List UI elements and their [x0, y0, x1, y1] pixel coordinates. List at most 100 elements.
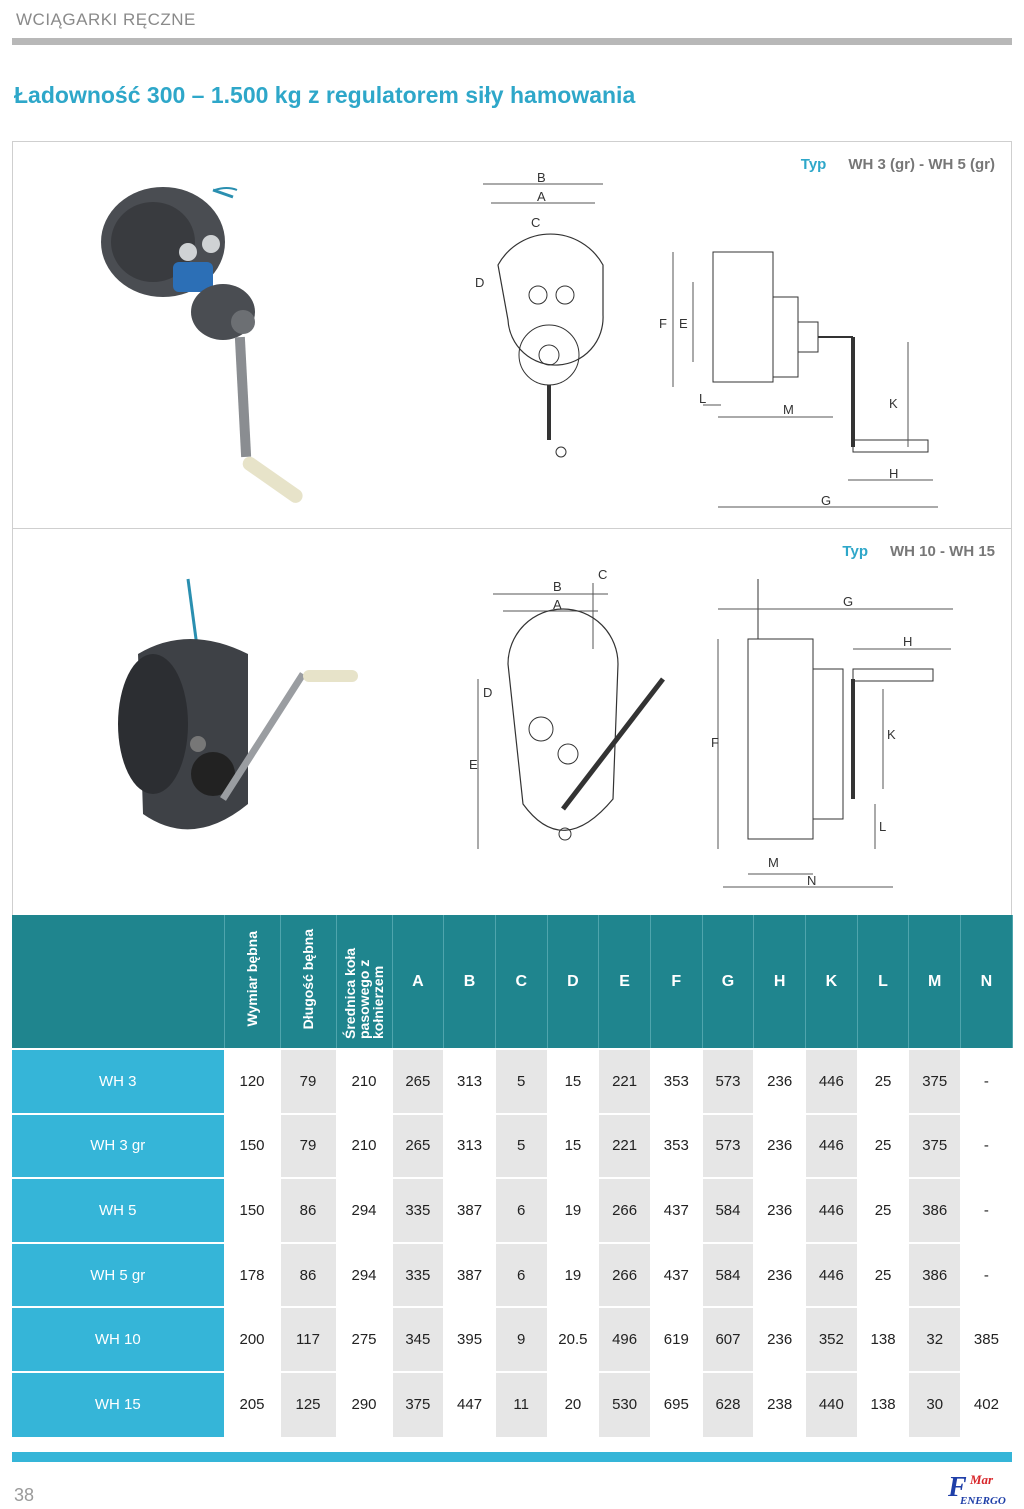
dim-letter: F: [711, 735, 719, 750]
dim-letter: A: [537, 189, 546, 204]
value-cell: 335: [392, 1177, 445, 1243]
model-cell: WH 10: [12, 1306, 225, 1372]
dim-letter: A: [553, 597, 562, 612]
page-title: Ładowność 300 – 1.500 kg z regulatorem s…: [14, 82, 636, 108]
value-cell: 200: [224, 1306, 281, 1372]
value-cell: 375: [908, 1048, 962, 1114]
value-cell: 86: [280, 1241, 337, 1308]
value-cell: 79: [280, 1048, 337, 1114]
value-cell: 86: [280, 1177, 337, 1243]
value-cell: 30: [908, 1370, 962, 1437]
value-cell: 266: [598, 1241, 651, 1308]
value-cell: 440: [805, 1370, 858, 1437]
value-cell: 138: [857, 1306, 910, 1372]
value-cell: 353: [650, 1112, 703, 1179]
value-cell: 150: [224, 1177, 281, 1243]
value-cell: 178: [224, 1241, 281, 1308]
svg-text:Mar: Mar: [969, 1472, 994, 1487]
value-cell: 375: [908, 1112, 962, 1179]
dim-letter: L: [699, 391, 706, 406]
value-cell: 236: [753, 1241, 806, 1308]
value-cell: 619: [650, 1306, 703, 1372]
dim-letter: B: [537, 170, 546, 185]
value-cell: 6: [495, 1177, 548, 1243]
winch-3d-image: [118, 578, 358, 830]
value-cell: 11: [495, 1370, 548, 1437]
header-cell: H: [753, 915, 806, 1049]
value-cell: 15: [547, 1048, 600, 1114]
value-cell: 238: [753, 1370, 806, 1437]
value-cell: 628: [702, 1370, 755, 1437]
value-cell: 386: [908, 1177, 962, 1243]
value-cell: 387: [443, 1241, 496, 1308]
spec-table: Wymiar bębna Długość bębna Średnica koła…: [12, 915, 1013, 1437]
fmar-energo-logo: F Mar ENERGO: [947, 1472, 1006, 1506]
dim-letter: H: [889, 466, 898, 481]
dim-letter: M: [783, 402, 794, 417]
value-cell: 275: [336, 1306, 393, 1372]
value-cell: 313: [443, 1048, 496, 1114]
value-cell: 352: [805, 1306, 858, 1372]
dim-letter: B: [553, 579, 562, 594]
header-cell: M: [908, 915, 962, 1049]
dim-letter: L: [879, 819, 886, 834]
value-cell: 20.5: [547, 1306, 600, 1372]
value-cell: 584: [702, 1241, 755, 1308]
value-cell: 236: [753, 1177, 806, 1243]
header-cell: A: [392, 915, 445, 1049]
dim-letter: G: [843, 594, 853, 609]
front-view-drawing: B C A D E: [469, 567, 665, 849]
value-cell: 294: [336, 1241, 393, 1308]
value-cell: 446: [805, 1177, 858, 1243]
header-cell: K: [805, 915, 858, 1049]
header-cell: C: [495, 915, 548, 1049]
dim-letter: M: [768, 855, 779, 870]
value-cell: 19: [547, 1177, 600, 1243]
value-cell: 25: [857, 1048, 910, 1114]
dim-letter: F: [659, 316, 667, 331]
value-cell: -: [960, 1112, 1013, 1179]
value-cell: 290: [336, 1370, 393, 1437]
value-cell: 221: [598, 1112, 651, 1179]
value-cell: 138: [857, 1370, 910, 1437]
svg-text:F: F: [947, 1472, 967, 1503]
value-cell: 221: [598, 1048, 651, 1114]
dim-letter: D: [475, 275, 484, 290]
model-cell: WH 3 gr: [12, 1112, 225, 1179]
value-cell: 395: [443, 1306, 496, 1372]
value-cell: 375: [392, 1370, 445, 1437]
dim-letter: E: [469, 757, 478, 772]
value-cell: -: [960, 1048, 1013, 1114]
value-cell: 447: [443, 1370, 496, 1437]
header-cell: [12, 915, 225, 1049]
value-cell: 335: [392, 1241, 445, 1308]
value-cell: 695: [650, 1370, 703, 1437]
value-cell: 236: [753, 1306, 806, 1372]
header-cell: N: [960, 915, 1013, 1049]
value-cell: 120: [224, 1048, 281, 1114]
value-cell: 402: [960, 1370, 1013, 1437]
value-cell: 15: [547, 1112, 600, 1179]
value-cell: 265: [392, 1112, 445, 1179]
value-cell: 205: [224, 1370, 281, 1437]
header-cell: F: [650, 915, 703, 1049]
dim-letter: K: [889, 396, 898, 411]
header-cell: E: [598, 915, 651, 1049]
value-cell: 385: [960, 1306, 1013, 1372]
dim-letter: K: [887, 727, 896, 742]
dim-letter: N: [807, 873, 816, 888]
svg-text:ENERGO: ENERGO: [959, 1495, 1006, 1506]
value-cell: 294: [336, 1177, 393, 1243]
model-cell: WH 5 gr: [12, 1241, 225, 1308]
value-cell: 387: [443, 1177, 496, 1243]
value-cell: -: [960, 1241, 1013, 1308]
value-cell: 25: [857, 1241, 910, 1308]
dim-letter: C: [598, 567, 607, 582]
